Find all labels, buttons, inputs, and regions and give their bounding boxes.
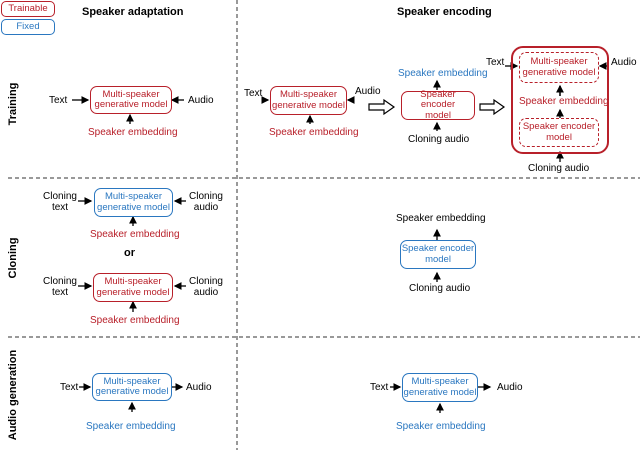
label-audio: Audio bbox=[355, 86, 381, 97]
row-header-cloning: Cloning bbox=[7, 237, 19, 279]
generative-model-trainable: Multi-speaker generative model bbox=[90, 86, 172, 114]
label-speaker-embedding-joint: Speaker embedding bbox=[519, 96, 609, 107]
label-speaker-embedding-trainable: Speaker embedding bbox=[269, 127, 359, 138]
label-cloning-text-line-1: Cloning bbox=[43, 276, 77, 287]
box-line-1: Speaker encoder bbox=[401, 243, 475, 254]
label-text: Text bbox=[49, 95, 68, 106]
label-speaker-embedding-fixed: Speaker embedding bbox=[86, 421, 176, 432]
box-line-2: model bbox=[546, 131, 572, 143]
box-line-2: generative model bbox=[97, 201, 170, 213]
box-line-1: Multi-speaker bbox=[411, 376, 469, 387]
label-cloning-text-line-2: text bbox=[51, 287, 69, 298]
label-text: Text bbox=[60, 382, 79, 393]
label-cloning-audio: Cloning audio bbox=[528, 163, 590, 174]
label-cloning-audio-line-1: Cloning bbox=[189, 191, 223, 202]
legend-fixed: Fixed bbox=[1, 19, 55, 35]
label-cloning-text: Cloning text bbox=[40, 276, 80, 298]
label-cloning-audio: Cloning audio bbox=[408, 134, 470, 145]
label-cloning-text-line-1: Cloning bbox=[43, 191, 77, 202]
speaker-encoder-model-joint: Speaker encoder model bbox=[519, 118, 599, 147]
label-speaker-embedding: Speaker embedding bbox=[396, 213, 486, 224]
generative-model-joint: Multi-speaker generative model bbox=[519, 52, 599, 83]
label-cloning-audio-side: Cloning audio bbox=[186, 191, 226, 213]
generative-model-trainable: Multi-speaker generative model bbox=[270, 86, 347, 115]
label-speaker-embedding-trainable: Speaker embedding bbox=[90, 315, 180, 326]
label-audio: Audio bbox=[188, 95, 214, 106]
row-header-training: Training bbox=[7, 82, 19, 126]
row-header-audio-generation: Audio generation bbox=[7, 349, 19, 441]
label-audio: Audio bbox=[611, 57, 637, 68]
box-line-2: model bbox=[425, 109, 451, 121]
label-cloning-audio-side: Cloning audio bbox=[186, 276, 226, 298]
box-line-1: Multi-speaker bbox=[104, 191, 163, 202]
label-cloning-text-line-2: text bbox=[51, 202, 69, 213]
box-line-2: generative model bbox=[96, 286, 170, 298]
label-cloning-audio-line-1: Cloning bbox=[189, 276, 223, 287]
column-header-adaptation: Speaker adaptation bbox=[82, 6, 184, 18]
generative-model-fixed: Multi-speaker generative model bbox=[92, 373, 172, 401]
label-audio: Audio bbox=[497, 382, 523, 393]
box-line-1: Multi-speaker bbox=[102, 88, 160, 100]
hollow-arrow-2 bbox=[479, 98, 506, 116]
joint-training-block bbox=[511, 46, 609, 154]
label-speaker-embedding-trainable: Speaker embedding bbox=[88, 127, 178, 138]
generative-model-fixed: Multi-speaker generative model bbox=[94, 188, 173, 217]
box-line-1: Multi-speaker bbox=[279, 89, 338, 100]
label-cloning-audio-line-2: audio bbox=[193, 202, 219, 213]
speaker-encoder-model-fixed: Speaker encoder model bbox=[400, 240, 476, 269]
box-line-2: generative model bbox=[94, 99, 168, 110]
hollow-arrow-1 bbox=[368, 98, 396, 116]
box-line-1: Speaker encoder bbox=[522, 121, 596, 132]
speaker-encoder-model-trainable: Speaker encoder model bbox=[401, 88, 475, 121]
generative-model-fixed: Multi-speaker generative model bbox=[402, 373, 478, 402]
label-speaker-embedding-fixed: Speaker embedding bbox=[396, 421, 486, 432]
column-header-encoding: Speaker encoding bbox=[397, 6, 492, 18]
label-text: Text bbox=[370, 382, 389, 393]
label-text: Text bbox=[244, 88, 263, 99]
box-line-2: generative model bbox=[403, 386, 477, 398]
label-cloning-audio-line-2: audio bbox=[193, 287, 219, 298]
label-speaker-embedding-trainable: Speaker embedding bbox=[90, 229, 180, 240]
label-text: Text bbox=[486, 57, 505, 68]
box-line-1: Multi-speaker bbox=[104, 276, 162, 287]
label-speaker-embedding-output: Speaker embedding bbox=[398, 68, 488, 79]
box-line-2: model bbox=[425, 253, 451, 265]
label-cloning-audio: Cloning audio bbox=[409, 283, 471, 294]
box-line-2: generative model bbox=[522, 66, 596, 78]
box-line-1: Multi-speaker bbox=[530, 56, 588, 67]
label-or: or bbox=[124, 247, 135, 259]
label-audio: Audio bbox=[186, 382, 212, 393]
box-line-1: Speaker encoder bbox=[420, 88, 456, 111]
box-line-1: Multi-speaker bbox=[103, 375, 161, 387]
legend-trainable: Trainable bbox=[1, 1, 55, 17]
label-cloning-text: Cloning text bbox=[40, 191, 80, 213]
box-line-2: generative model bbox=[272, 99, 345, 111]
box-line-2: generative model bbox=[95, 386, 169, 397]
generative-model-trainable: Multi-speaker generative model bbox=[93, 273, 173, 302]
